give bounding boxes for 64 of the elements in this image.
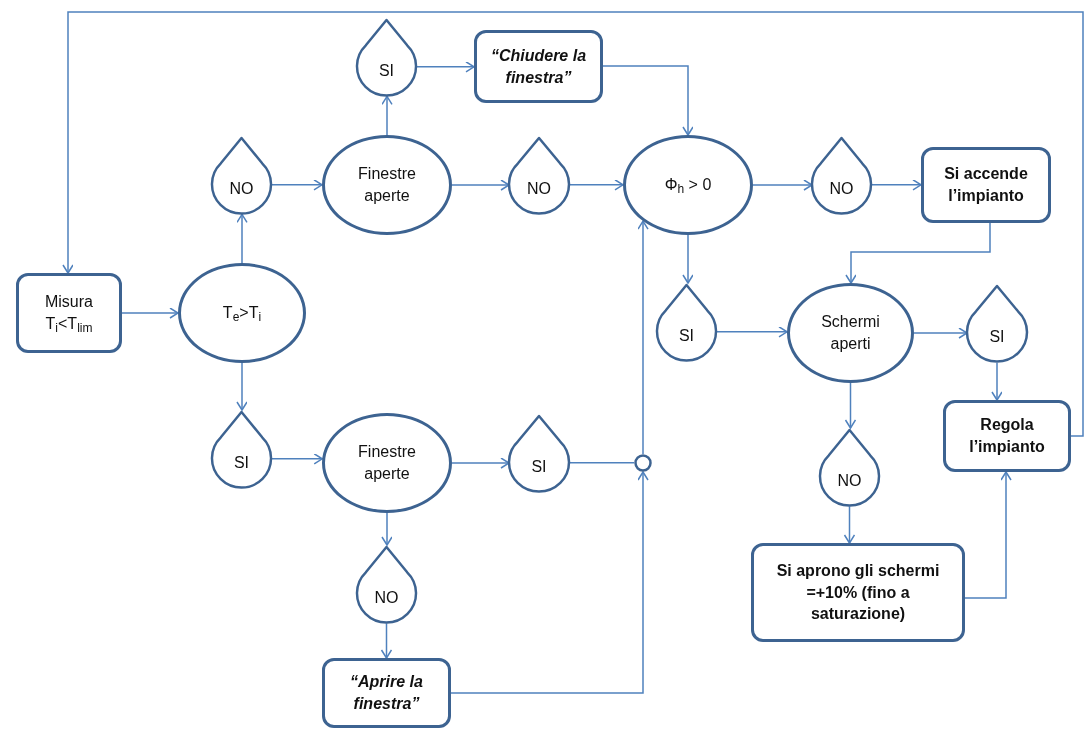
process-box [921, 147, 1051, 223]
answer-drop [810, 136, 873, 216]
arrow [913, 327, 968, 339]
arrow [236, 213, 248, 264]
arrow [450, 471, 649, 694]
node-text: T$_{e}$>T$_{i}$ [222, 303, 262, 324]
arrow [121, 307, 179, 319]
arrow [270, 453, 323, 465]
answer-drop [210, 136, 273, 216]
arrow [752, 179, 813, 191]
arrow [451, 457, 510, 469]
node-text: Φ$_{h}$ > 0 [664, 175, 712, 196]
arrow [381, 512, 393, 546]
arrow [381, 95, 393, 136]
answer-drop [965, 284, 1029, 364]
arrow [844, 382, 857, 429]
node-text: NO [837, 471, 862, 492]
arrow [380, 622, 393, 659]
junction-circle [634, 454, 652, 472]
connector-line [568, 462, 635, 464]
node-text: “Aprire la finestra” [349, 672, 424, 714]
answer-drop [507, 136, 571, 216]
node-text: SI [989, 327, 1005, 348]
arrow [568, 179, 624, 191]
process-box [16, 273, 122, 353]
node-text: SI [233, 453, 250, 474]
node-text: “Chiudere la finestra” [489, 45, 588, 88]
process-box [751, 543, 965, 642]
node-text: Finestre aperte [357, 164, 417, 206]
arrow [682, 234, 694, 284]
arrow [715, 326, 788, 338]
answer-drop [355, 18, 418, 98]
node-text: SI [378, 61, 395, 82]
answer-drop [355, 545, 418, 625]
answer-drop [507, 414, 571, 494]
arrow [451, 179, 510, 191]
process-box [943, 400, 1071, 472]
answer-drop [655, 283, 718, 363]
node-text: NO [229, 179, 254, 200]
arrow [964, 471, 1012, 599]
node-text: NO [374, 588, 399, 609]
arrow [602, 65, 694, 136]
process-box [322, 658, 451, 728]
arrow [236, 362, 248, 411]
answer-drop [210, 410, 273, 490]
node-text: SI [531, 457, 547, 478]
arrow [991, 362, 1003, 401]
arrow [845, 222, 991, 284]
node-text: Finestre aperte [357, 442, 417, 484]
node-text: NO [527, 179, 551, 200]
arrow [870, 179, 922, 191]
node-text: SI [678, 326, 695, 347]
process-box [474, 30, 603, 103]
node-text: Regola l’impianto [968, 415, 1046, 457]
arrow [415, 61, 475, 73]
node-text: Si aprono gli schermi =+10% (fino a saturazione) [775, 561, 941, 625]
arrow [270, 179, 323, 191]
node-text: Schermi aperti [820, 312, 881, 354]
node-text: Si accende l’impianto [943, 164, 1029, 206]
node-text: Misura T$_{i}$<T$_{lim}$ [44, 292, 94, 335]
node-text: NO [829, 179, 854, 200]
answer-drop [818, 428, 881, 508]
arrow [843, 505, 856, 544]
arrow [62, 11, 1084, 437]
